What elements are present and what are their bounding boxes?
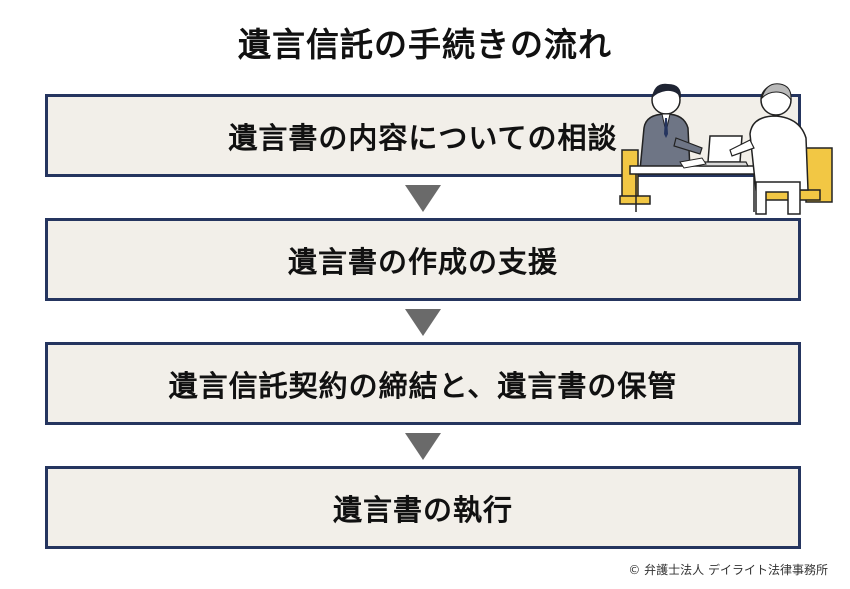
- step-3-label: 遺言信託契約の締結と、遺言書の保管: [168, 368, 678, 403]
- consultation-people-icon: [619, 83, 833, 215]
- page-title: 遺言信託の手続きの流れ: [238, 25, 612, 64]
- down-arrow-icon: [405, 433, 441, 460]
- step-2-label: 遺言書の作成の支援: [287, 244, 558, 279]
- step-4-box: 遺言書の執行: [45, 466, 801, 549]
- copyright-notice: © 弁護士法人 デイライト法律事務所: [628, 563, 828, 577]
- down-arrow-icon: [405, 309, 441, 336]
- down-arrow-icon: [405, 185, 441, 212]
- step-1-label: 遺言書の内容についての相談: [228, 120, 618, 155]
- step-4-label: 遺言書の執行: [332, 492, 513, 527]
- step-2-box: 遺言書の作成の支援: [45, 218, 801, 301]
- step-3-box: 遺言信託契約の締結と、遺言書の保管: [45, 342, 801, 425]
